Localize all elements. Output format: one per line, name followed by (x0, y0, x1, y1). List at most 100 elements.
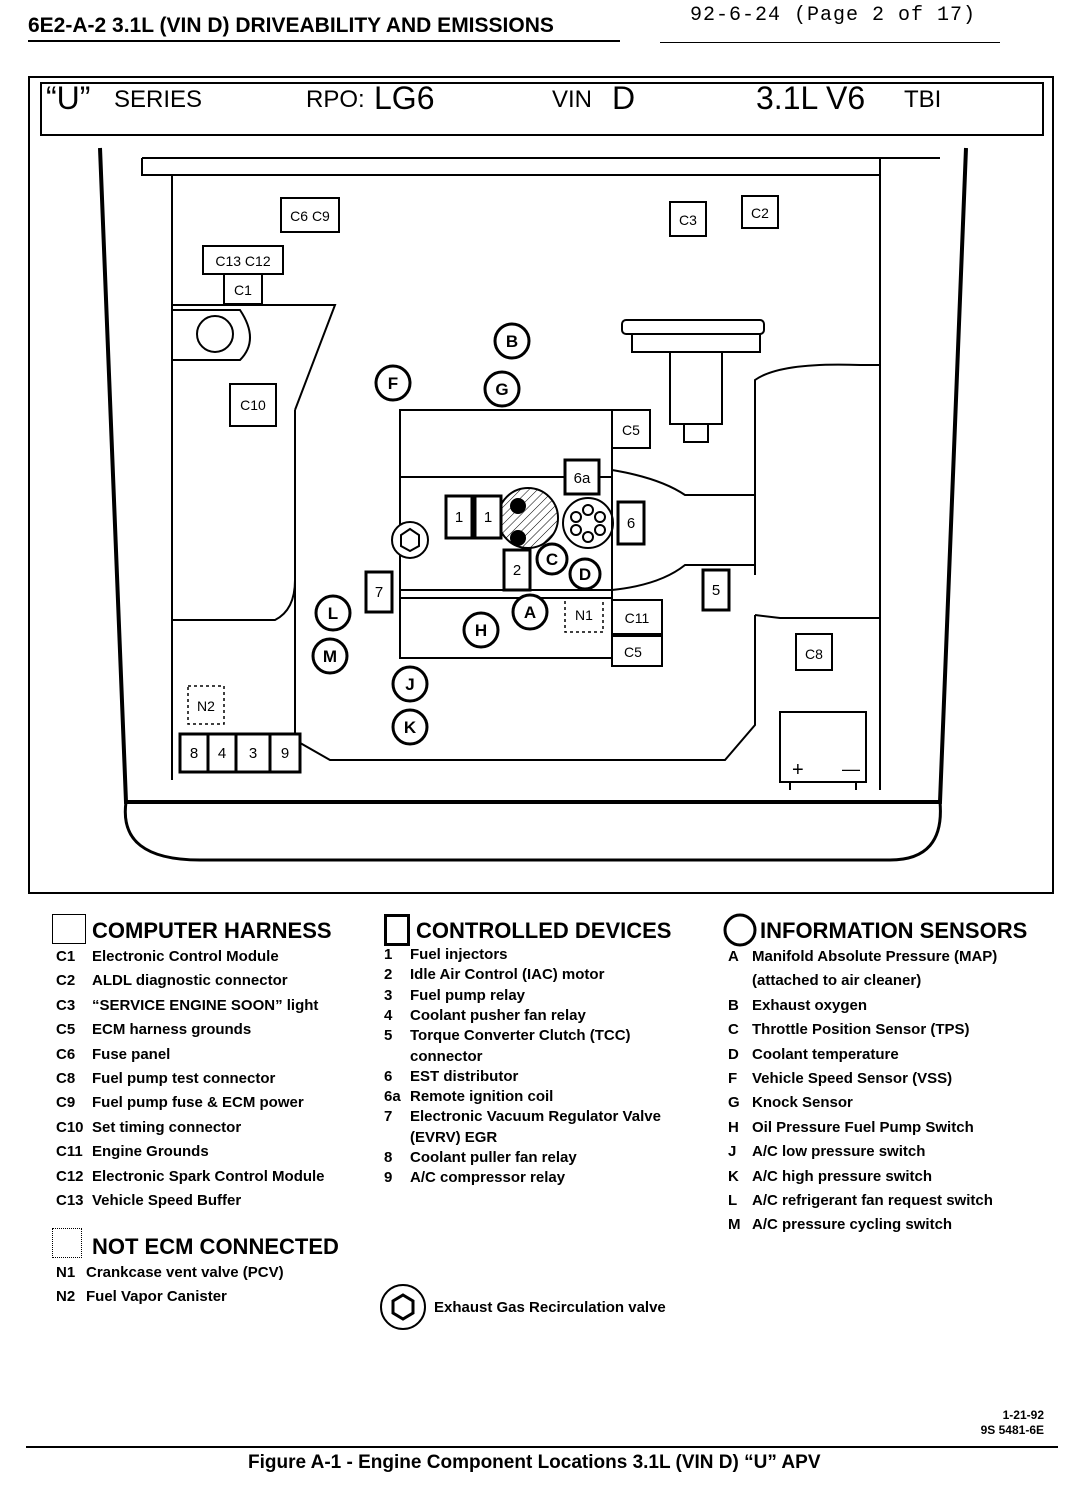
legend-text: Vehicle Speed Sensor (VSS) (752, 1070, 953, 1087)
legend-code: C5 (56, 1021, 76, 1039)
vin-label: VIN (552, 86, 593, 113)
legend-code: 2 (384, 966, 393, 984)
label-n1: N1 (575, 607, 593, 623)
series-quote: “U” (46, 80, 91, 116)
legend-text: Crankcase vent valve (PCV) (86, 1264, 284, 1281)
battery-minus: — (842, 759, 860, 779)
label-j: J (405, 675, 414, 694)
fuel-filter-body (669, 351, 723, 425)
legend-text: “SERVICE ENGINE SOON” light (92, 996, 319, 1014)
legend-text: connector (410, 1047, 483, 1065)
distributor-cap (562, 497, 614, 549)
legend-text: A/C pressure cycling switch (752, 1216, 953, 1234)
legend-code: 6 (384, 1067, 393, 1085)
label-c13c12: C13 C12 (215, 253, 270, 269)
legend-text: Electronic Control Module (92, 948, 279, 965)
legend-code: C8 (56, 1070, 76, 1087)
label-m: M (323, 647, 337, 666)
label-1a: 1 (455, 509, 463, 526)
legend-text: Oil Pressure Fuel Pump Switch (752, 1118, 974, 1136)
page-reference: 92-6-24 (Page 2 of 17) (690, 4, 977, 27)
label-6a: 6a (574, 470, 591, 487)
legend-code: C2 (56, 972, 76, 990)
engine-bay-contour (294, 410, 756, 761)
label-8: 8 (190, 745, 198, 762)
label-a: A (524, 603, 536, 622)
section-header: 6E2-A-2 3.1L (VIN D) DRIVEABILITY AND EM… (28, 14, 554, 37)
legend-text: Coolant temperature (752, 1045, 899, 1063)
legend-code: B (728, 996, 739, 1014)
legend-text: A/C low pressure switch (752, 1143, 926, 1161)
legend-text: Coolant puller fan relay (410, 1149, 577, 1166)
legend-text: Electronic Vacuum Regulator Valve (410, 1108, 661, 1126)
legend-item: 9 A/C compressor relay (384, 1169, 565, 1186)
legend-text: Engine Grounds (92, 1143, 209, 1161)
legend-code: 6a (384, 1088, 401, 1106)
label-c1: C1 (234, 282, 252, 298)
legend-code: K (728, 1167, 739, 1185)
engine-compartment-diagram: + — C6 C9 C3 C2 C13 C12 C1 C10 C5 C11 C5… (98, 147, 968, 862)
label-l: L (328, 604, 338, 623)
legend-code: H (728, 1118, 739, 1136)
legend-code: C11 (56, 1143, 83, 1161)
legend-code: C12 (56, 1167, 84, 1185)
legend-code: N2 (56, 1288, 76, 1306)
rpo-value: LG6 (374, 80, 435, 116)
stamp-date: 1-21-92 (1002, 1408, 1044, 1422)
legend-code: G (728, 1094, 740, 1112)
left-lower-fender (172, 579, 296, 621)
not-ecm-symbol (52, 1228, 82, 1258)
legend-text: EST distributor (410, 1067, 519, 1085)
vin-value: D (612, 80, 636, 116)
information-sensors-symbol (723, 913, 757, 947)
label-5: 5 (712, 582, 720, 599)
legend-code: C13 (56, 1192, 84, 1209)
label-n2: N2 (197, 698, 215, 714)
legend-code: C9 (56, 1094, 76, 1112)
label-2: 2 (513, 562, 521, 579)
label-f: F (388, 374, 398, 393)
legend-text: Fuel injectors (410, 946, 508, 963)
tbi-label: TBI (904, 86, 942, 113)
information-sensors-title: INFORMATION SENSORS (760, 918, 1028, 943)
legend-text: Fuel Vapor Canister (86, 1288, 227, 1306)
label-6: 6 (627, 515, 635, 532)
figure-caption: Figure A-1 - Engine Component Locations … (248, 1452, 821, 1473)
revision-stamp: 1-21-92 9S 5481-6E (900, 1408, 1044, 1438)
legend-text: Coolant pusher fan relay (410, 1006, 586, 1024)
legend-code: C10 (56, 1118, 84, 1136)
egr-symbol-icon (380, 1284, 426, 1330)
not-ecm-title: NOT ECM CONNECTED (92, 1234, 339, 1259)
computer-harness-title: COMPUTER HARNESS (92, 918, 332, 943)
legend-code: 9 (384, 1169, 393, 1187)
legend-item: (EVRV) EGR (384, 1129, 497, 1146)
series-bar (40, 82, 1044, 136)
label-d: D (579, 565, 591, 584)
page-reference-rule (660, 42, 1000, 43)
legend-text: Knock Sensor (752, 1094, 853, 1112)
legend-text: A/C compressor relay (410, 1169, 566, 1187)
injector-a (510, 498, 526, 514)
battery-plus: + (792, 759, 804, 781)
engine-label: 3.1L V6 (756, 80, 866, 116)
label-1b: 1 (484, 509, 492, 526)
transaxle-lower (611, 564, 755, 591)
legend-code: 7 (384, 1108, 393, 1126)
legend-text: Torque Converter Clutch (TCC) (410, 1027, 631, 1045)
computer-harness-symbol (52, 914, 86, 944)
left-shock-tower (172, 309, 251, 361)
legend-code: C (728, 1021, 739, 1039)
legend-text: Electronic Spark Control Module (92, 1167, 325, 1185)
